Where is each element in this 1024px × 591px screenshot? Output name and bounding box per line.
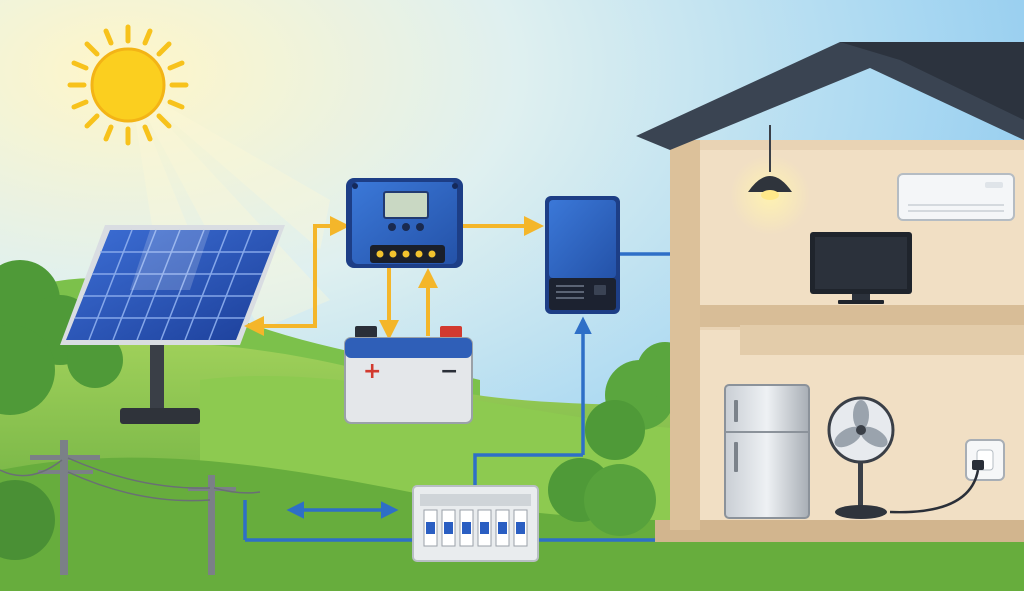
power-pole-icon (0, 440, 261, 575)
air-conditioner-icon (897, 173, 1015, 221)
battery-icon: + − (344, 326, 473, 424)
dc-wiring (244, 216, 544, 340)
refrigerator-icon (724, 384, 810, 519)
sun-icon (67, 24, 189, 146)
television-icon (810, 232, 912, 304)
wall-outlet-icon (889, 439, 1005, 514)
breaker-panel-icon (412, 485, 539, 562)
inverter-icon (545, 196, 620, 314)
fan-icon (827, 396, 895, 519)
battery-minus-symbol: − (440, 359, 458, 384)
solar-panel-icon (60, 225, 285, 424)
bushes (0, 260, 693, 560)
ceiling-lamp-icon (730, 125, 810, 235)
battery-plus-symbol: + (363, 359, 381, 384)
charge-controller-icon (346, 178, 463, 268)
